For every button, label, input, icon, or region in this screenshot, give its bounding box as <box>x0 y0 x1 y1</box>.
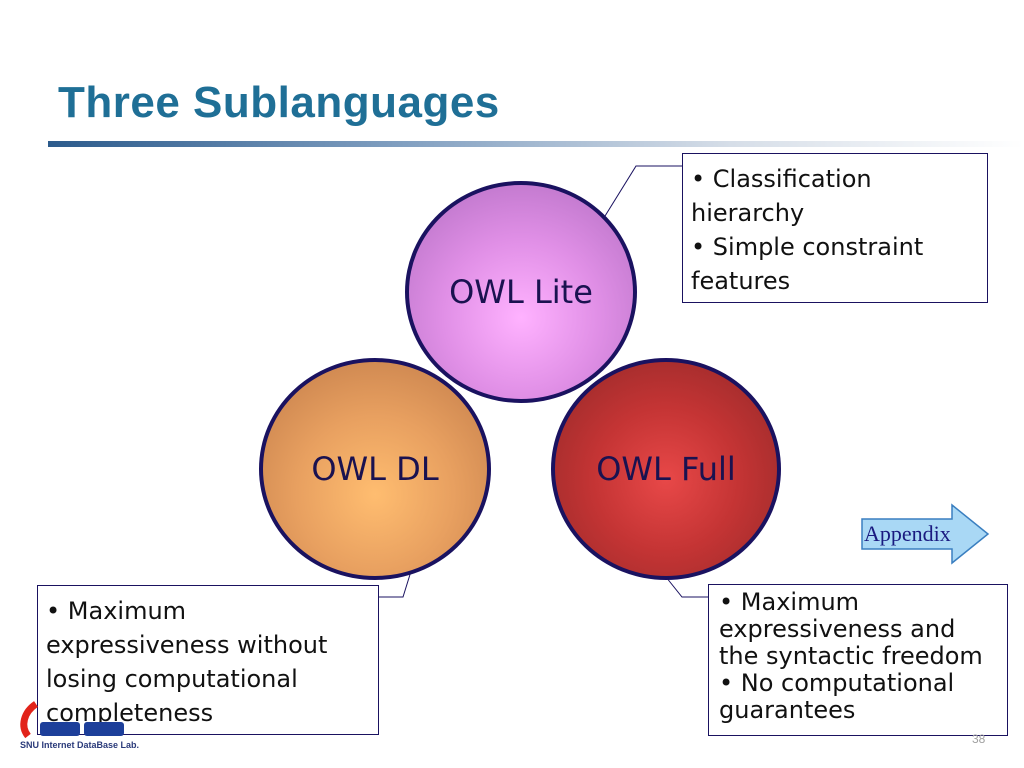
callout-line: the syntactic freedom <box>719 642 983 670</box>
title-underline <box>48 141 1024 147</box>
owl-lite-circle: OWL Lite <box>405 181 637 403</box>
owl-dl-callout: • Maximum expressiveness without losing … <box>37 585 379 735</box>
callout-line: hierarchy <box>691 199 805 227</box>
callout-line: expressiveness without <box>46 631 328 659</box>
lab-logo-text: SNU Internet DataBase Lab. <box>20 740 140 750</box>
callout-line: • No computational <box>719 669 955 697</box>
page-number: 38 <box>972 732 986 746</box>
appendix-label: Appendix <box>864 521 951 546</box>
callout-line: losing computational <box>46 665 298 693</box>
leader-line-lite <box>591 165 682 238</box>
arrow-right-icon <box>861 503 990 565</box>
callout-line: • Maximum <box>719 588 860 616</box>
callout-line: expressiveness and <box>719 615 956 643</box>
owl-full-callout: • Maximum expressiveness and the syntact… <box>708 584 1008 736</box>
owl-dl-circle: OWL DL <box>259 358 491 580</box>
callout-line: • Maximum <box>46 597 187 625</box>
slide-title: Three Sublanguages <box>58 78 500 127</box>
callout-line: features <box>691 267 791 295</box>
owl-dl-label: OWL DL <box>311 450 439 488</box>
owl-full-label: OWL Full <box>596 450 736 488</box>
callout-line: • Simple constraint <box>691 233 924 261</box>
lab-logo: SNU Internet DataBase Lab. <box>18 700 140 756</box>
appendix-button[interactable]: Appendix <box>860 503 992 565</box>
owl-lite-label: OWL Lite <box>449 273 593 311</box>
lab-logo-icon <box>20 701 124 739</box>
owl-lite-callout: • Classification hierarchy • Simple cons… <box>682 153 988 303</box>
callout-line: • Classification <box>691 165 872 193</box>
owl-full-circle: OWL Full <box>551 358 781 580</box>
callout-line: guarantees <box>719 696 856 724</box>
